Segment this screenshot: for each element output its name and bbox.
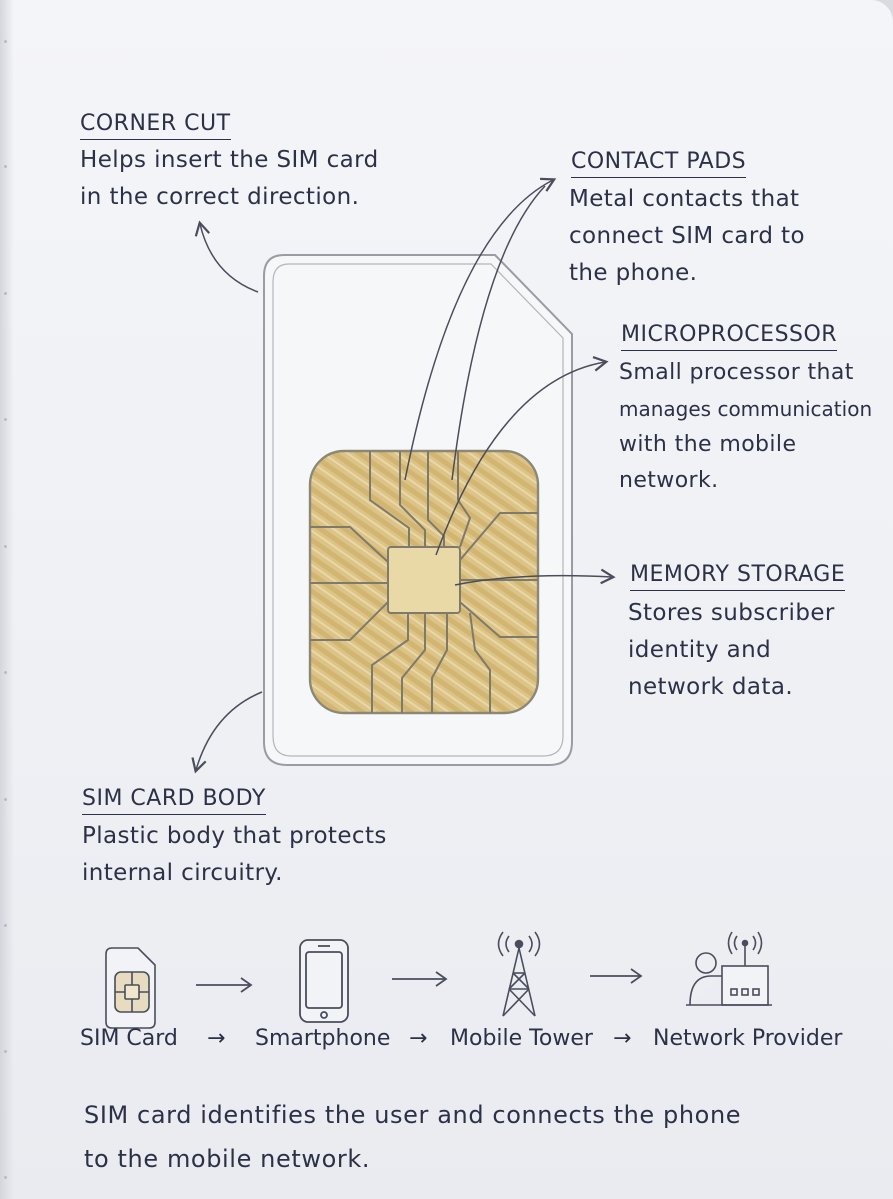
flow-step-network-provider: Network Provider [653, 1026, 843, 1051]
binding-hole [4, 1176, 7, 1179]
binding-hole [4, 165, 7, 168]
flow-arrow-glyph: → [409, 1026, 428, 1051]
contact-pads-title: CONTACT PADS [571, 149, 747, 178]
corner-cut-line: Helps insert the SIM card [80, 147, 379, 173]
mobile-tower-icon [497, 931, 541, 1017]
sim-card-icon [105, 947, 156, 1029]
footer-line: SIM card identifies the user and connect… [84, 1101, 742, 1129]
corner-cut-description: Helps insert the SIM card in the correct… [80, 142, 379, 216]
memory-storage-line: Stores subscriber [628, 600, 835, 626]
contact-pads-line: Metal contacts that [569, 186, 800, 212]
microprocessor-description: Small processor that manages communicati… [619, 355, 872, 499]
flow-arrow [392, 971, 448, 987]
binding-hole [4, 924, 7, 927]
sim-body-arrow [191, 691, 263, 774]
smartphone-icon [299, 939, 349, 1023]
contact-pads-description: Metal contacts that connect SIM card to … [569, 181, 805, 292]
memory-storage-arrow [454, 568, 616, 586]
contact-pads-arrow [451, 185, 546, 481]
contact-pads-arrow [404, 177, 557, 481]
sim-body-line: internal circuitry. [82, 860, 283, 886]
binding-hole [4, 1050, 7, 1053]
memory-storage-line: network data. [628, 674, 794, 700]
flow-arrow-glyph: → [207, 1026, 226, 1051]
binding-hole [4, 40, 7, 43]
binding-hole [4, 418, 7, 421]
flow-step-sim-card: SIM Card [80, 1026, 178, 1051]
flow-arrow [196, 977, 253, 993]
memory-storage-line: identity and [628, 637, 772, 663]
sim-body-description: Plastic body that protects internal circ… [82, 818, 387, 892]
binding-hole [4, 292, 7, 295]
footer-summary: SIM card identifies the user and connect… [84, 1093, 741, 1181]
flow-step-smartphone: Smartphone [255, 1026, 391, 1051]
contact-pads-line: the phone. [569, 260, 698, 286]
memory-storage-description: Stores subscriber identity and network d… [628, 595, 835, 706]
microprocessor-title: MICROPROCESSOR [621, 322, 838, 351]
memory-storage-title: MEMORY STORAGE [630, 562, 846, 591]
binding-hole [4, 798, 7, 801]
page-edge-shadow [0, 0, 14, 1199]
binding-hole [4, 545, 7, 548]
sim-card-inner-outline [272, 263, 564, 757]
footer-line: to the mobile network. [84, 1145, 371, 1173]
corner-cut-line: in the correct direction. [80, 184, 360, 210]
microprocessor-arrow [435, 356, 609, 556]
microprocessor-line: manages communication [619, 397, 873, 421]
corner-cut-title: CORNER CUT [80, 111, 231, 140]
sim-body-line: Plastic body that protects [82, 823, 387, 849]
microprocessor-line: network. [619, 468, 719, 493]
flow-arrow-glyph: → [613, 1026, 632, 1051]
chip-center-die [387, 546, 461, 614]
sim-body-title: SIM CARD BODY [82, 786, 266, 815]
flow-arrow [590, 968, 643, 984]
network-provider-icon [686, 931, 772, 1006]
microprocessor-line: with the mobile [619, 432, 797, 457]
flow-step-mobile-tower: Mobile Tower [450, 1026, 593, 1051]
contact-pads-line: connect SIM card to [569, 223, 805, 249]
binding-hole [4, 671, 7, 674]
chip-contact-lines [310, 451, 538, 713]
microprocessor-line: Small processor that [619, 360, 854, 385]
corner-cut-arrow [194, 220, 259, 293]
